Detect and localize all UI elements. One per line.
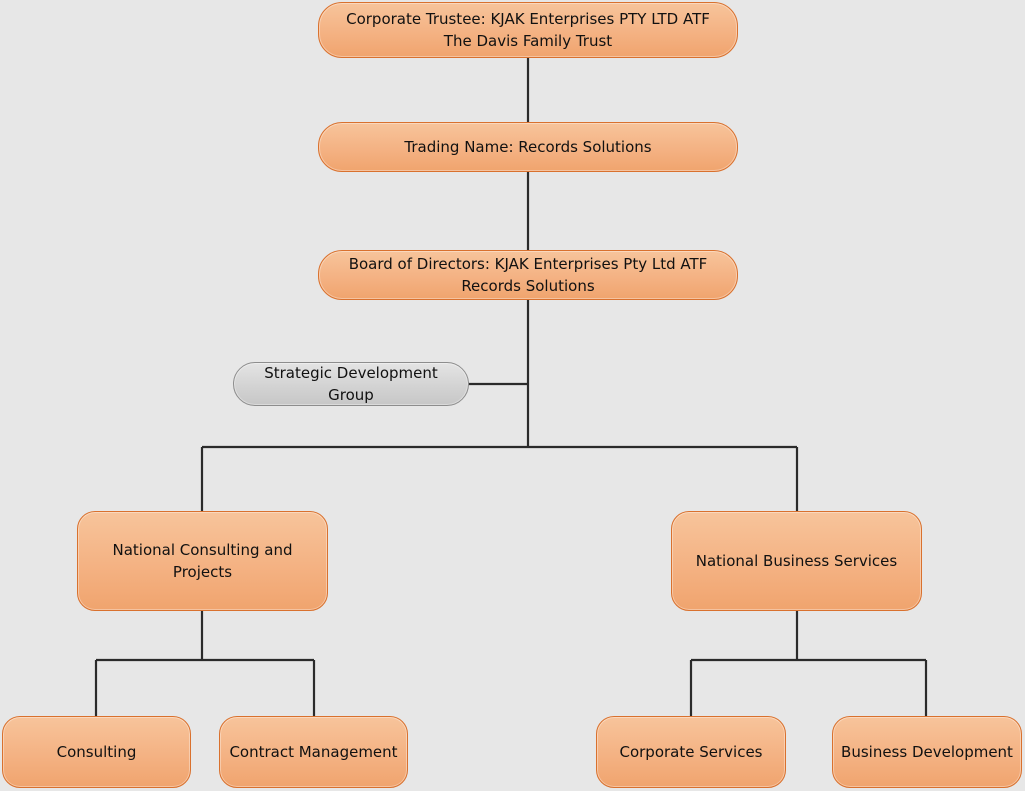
corporate-services-node: Corporate Services [596, 716, 786, 788]
trading-name-node: Trading Name: Records Solutions [318, 122, 738, 172]
contract-management-node: Contract Management [219, 716, 408, 788]
contract-management-label: Contract Management [229, 743, 398, 761]
corporate-services-label: Corporate Services [619, 743, 763, 761]
corporate-trustee-node: Corporate Trustee: KJAK Enterprises PTY … [318, 2, 738, 58]
consulting-label: Consulting [56, 743, 137, 761]
consulting-node: Consulting [2, 716, 191, 788]
board-of-directors-node: Board of Directors: KJAK Enterprises Pty… [318, 250, 738, 300]
trading-name-label: Trading Name: Records Solutions [404, 138, 652, 156]
national-consulting-projects-node: National Consulting and Projects [77, 511, 328, 611]
national-business-services-node: National Business Services [671, 511, 922, 611]
strategic-development-group-label: Strategic Development Group [264, 364, 438, 404]
strategic-development-group-node: Strategic Development Group [233, 362, 469, 406]
business-development-node: Business Development [832, 716, 1022, 788]
business-development-label: Business Development [841, 743, 1013, 761]
corporate-trustee-label: Corporate Trustee: KJAK Enterprises PTY … [346, 10, 710, 50]
national-business-services-label: National Business Services [695, 552, 898, 570]
board-of-directors-label: Board of Directors: KJAK Enterprises Pty… [348, 255, 708, 295]
national-consulting-projects-label: National Consulting and Projects [112, 541, 293, 581]
